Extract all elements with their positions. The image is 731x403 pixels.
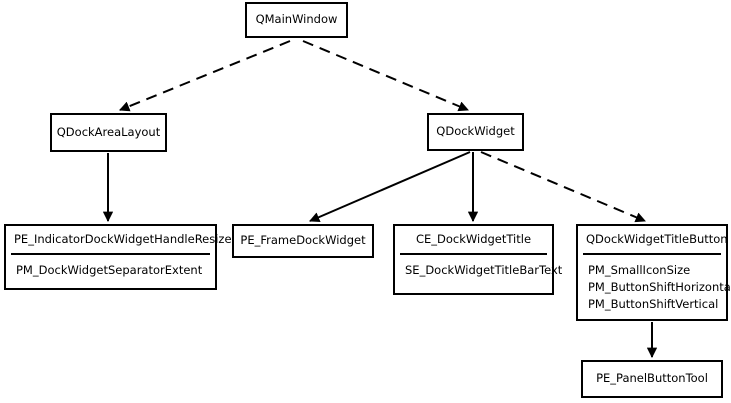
- node-title-ce_dockwidgettitle: CE_DockWidgetTitle: [415, 232, 532, 246]
- attribute-item: PM_ButtonShiftVertical: [588, 296, 719, 311]
- attribute-item: PM_SmallIconSize: [588, 262, 691, 277]
- compartment-separator: [11, 252, 210, 255]
- edges: [102, 40, 658, 359]
- node-pe_panelbuttontool[interactable]: PE_PanelButtonTool: [581, 360, 723, 398]
- attribute-item: PM_DockWidgetSeparatorExtent: [16, 262, 203, 277]
- compartment-separator: [583, 252, 721, 255]
- attribute-item: SE_DockWidgetTitleBarText: [405, 262, 563, 277]
- node-qmainwindow[interactable]: QMainWindow: [245, 2, 348, 38]
- node-title-pe_indicatordockwidgethandleresize: PE_IndicatorDockWidgetHandleResize: [14, 232, 232, 246]
- edge-qdockwidget-to-qdockwidgettitlebutton: [480, 151, 646, 223]
- edge-qdockwidget-to-pe_framedockwidget: [309, 151, 471, 223]
- node-title-qdockarealayout: QDockAreaLayout: [56, 124, 161, 139]
- node-title-qdockwidgettitlebutton: QDockWidgetTitleButton: [586, 232, 728, 246]
- edge-qmainwindow-to-qdockarealayout: [119, 40, 291, 112]
- node-qdockwidget[interactable]: QDockWidget: [427, 113, 524, 151]
- attribute-item: PM_ButtonShiftHorizontal: [588, 279, 731, 294]
- node-qdockarealayout[interactable]: QDockAreaLayout: [50, 113, 167, 152]
- node-title-qdockwidget: QDockWidget: [436, 124, 515, 139]
- compartment-separator: [400, 252, 547, 255]
- node-title-pe_framedockwidget: PE_FrameDockWidget: [240, 233, 366, 248]
- node-title-qmainwindow: QMainWindow: [255, 12, 338, 27]
- node-title-pe_panelbuttontool: PE_PanelButtonTool: [596, 371, 708, 386]
- node-attributes-ce_dockwidgettitle: SE_DockWidgetTitleBarText: [395, 255, 563, 285]
- node-pe_framedockwidget[interactable]: PE_FrameDockWidget: [232, 224, 374, 258]
- edge-qmainwindow-to-qdockwidget: [302, 40, 469, 112]
- node-attributes-pe_indicatordockwidgethandleresize: PM_DockWidgetSeparatorExtent: [6, 255, 215, 285]
